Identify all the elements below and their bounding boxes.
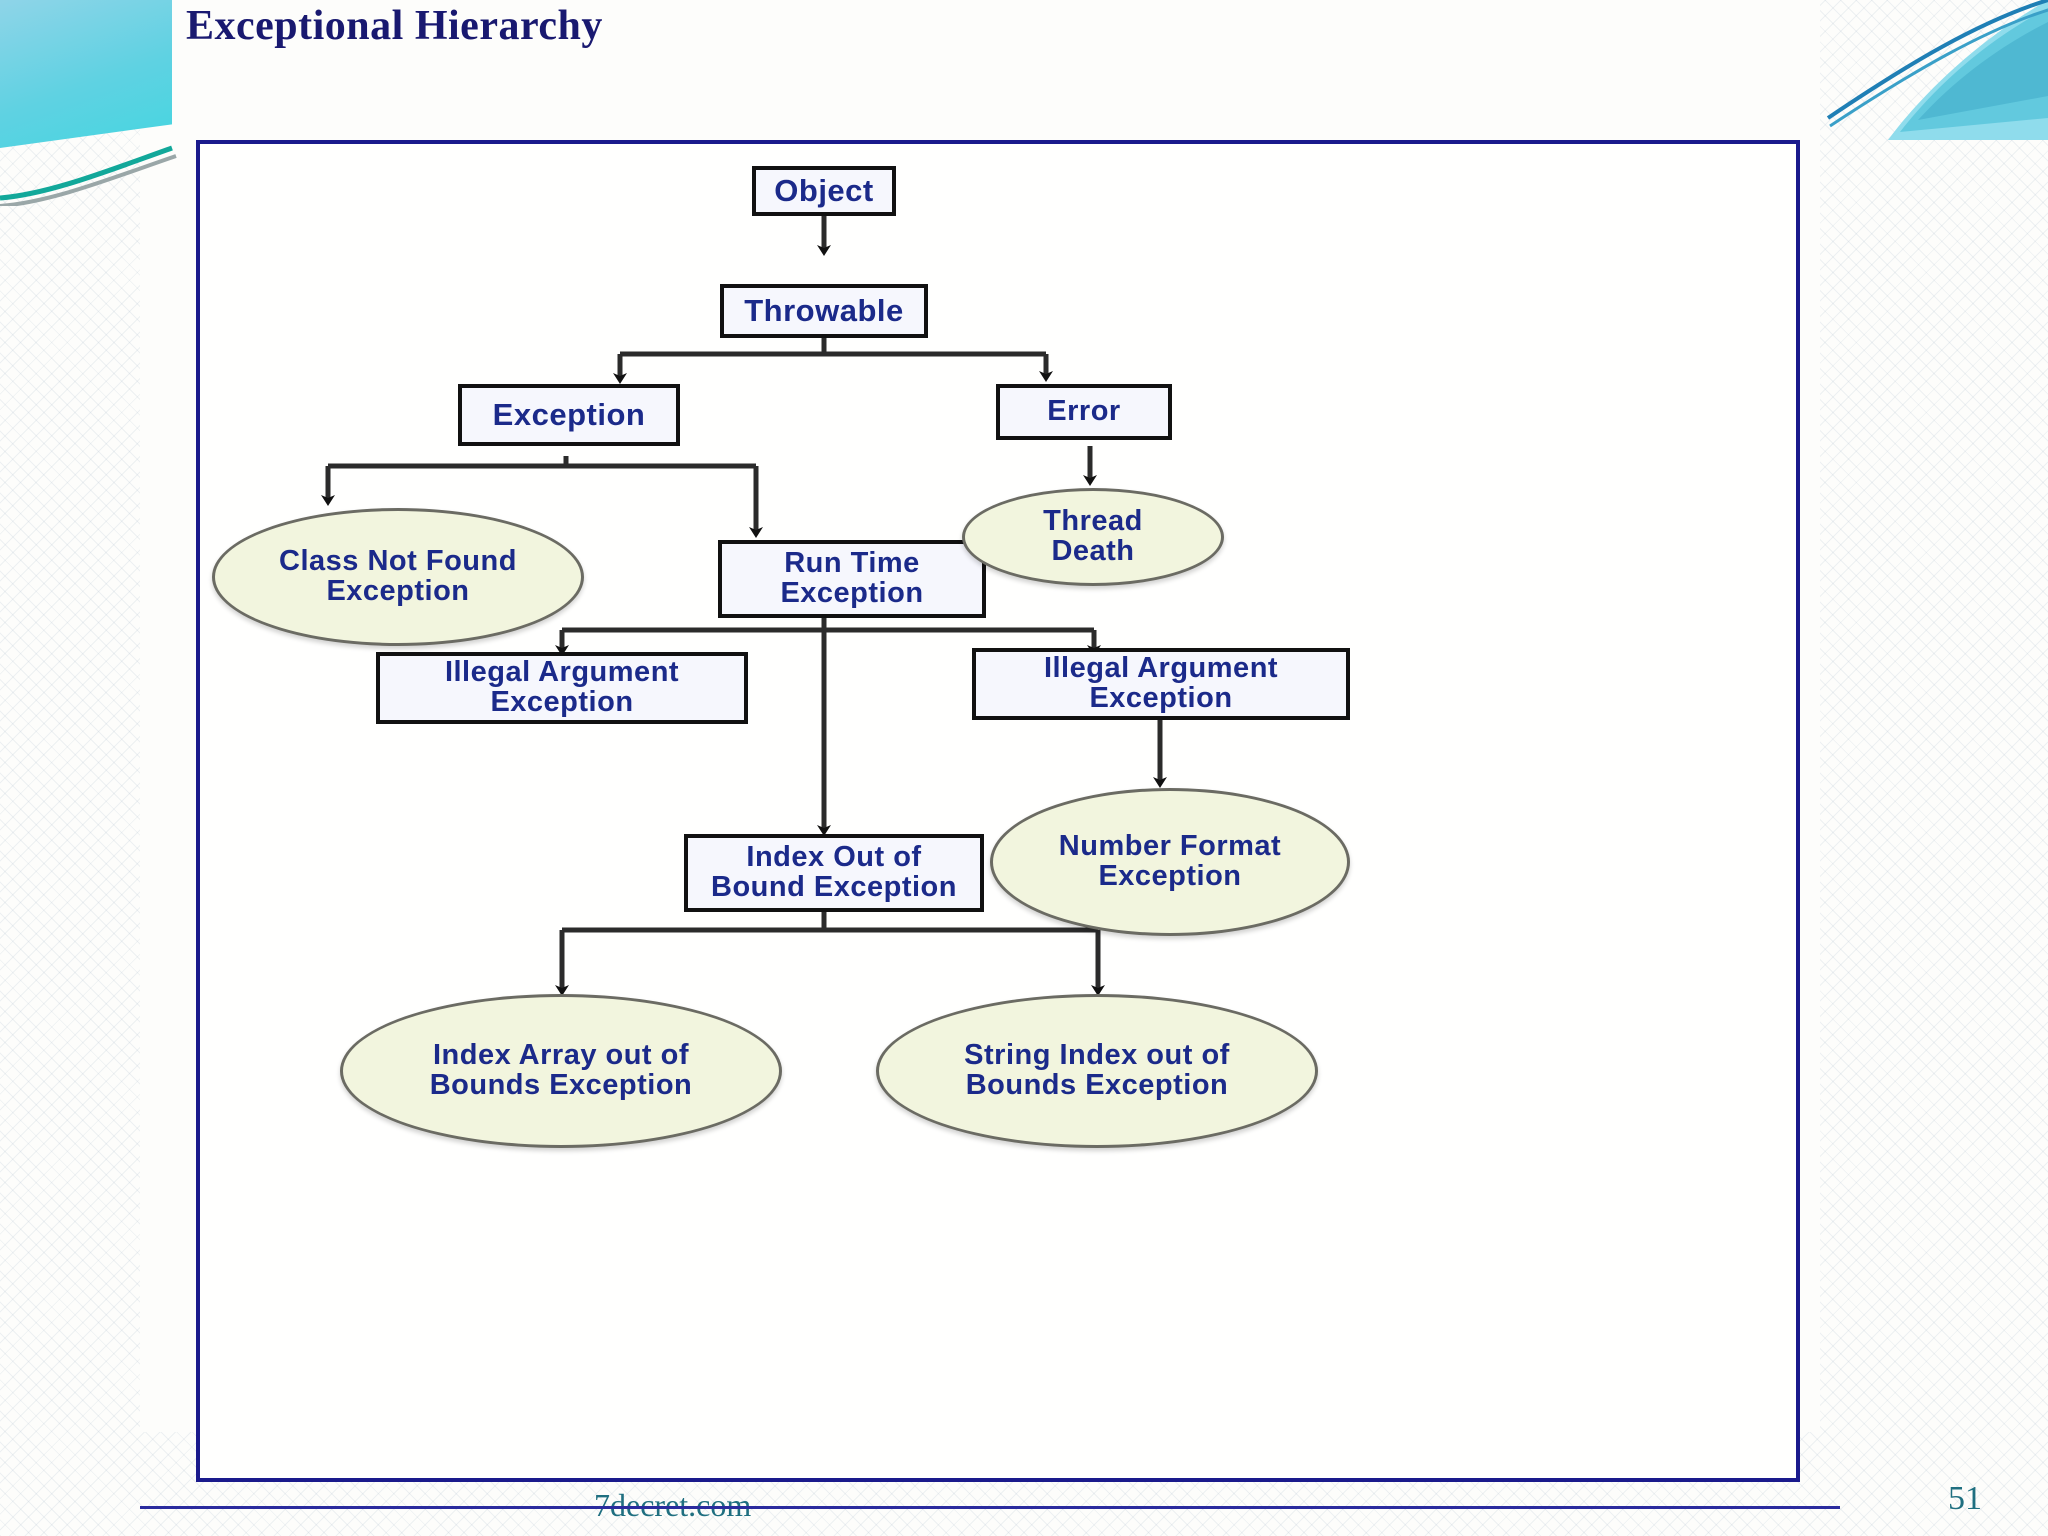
node-index-out-of-bound-exception: Index Out of Bound Exception [684, 834, 984, 912]
node-label: Object [774, 173, 874, 209]
node-exception: Exception [458, 384, 680, 446]
page-number: 51 [1948, 1480, 1982, 1517]
node-number-format-exception: Number Format Exception [990, 788, 1350, 936]
node-thread-death: Thread Death [962, 488, 1224, 586]
node-index-array-out-of-bounds-exception: Index Array out of Bounds Exception [340, 994, 782, 1148]
node-label: Index Out of Bound Exception [711, 841, 957, 903]
node-label: Run Time Exception [780, 547, 924, 609]
bottom-divider [140, 1506, 1840, 1509]
diagram-frame: Object Throwable Exception Error Class N… [196, 140, 1800, 1482]
decoration-top-left [0, 0, 172, 148]
node-illegal-argument-exception-left: Illegal Argument Exception [376, 652, 748, 724]
node-label: Class Not Found Exception [279, 545, 517, 607]
node-label: Illegal Argument Exception [444, 656, 680, 718]
decoration-top-right [1808, 0, 2048, 140]
node-label: Exception [492, 397, 646, 433]
node-label: Illegal Argument Exception [1043, 652, 1279, 714]
node-string-index-out-of-bounds-exception: String Index out of Bounds Exception [876, 994, 1318, 1148]
footer-source-link[interactable]: 7decret.com [594, 1487, 752, 1523]
node-label: String Index out of Bounds Exception [964, 1039, 1230, 1101]
node-throwable: Throwable [720, 284, 928, 338]
node-label: Number Format Exception [1058, 830, 1282, 892]
node-error: Error [996, 384, 1172, 440]
node-illegal-argument-exception-right: Illegal Argument Exception [972, 648, 1350, 720]
page-title: Exceptional Hierarchy [186, 3, 603, 49]
node-class-not-found-exception: Class Not Found Exception [212, 508, 584, 646]
diagram-connectors [200, 144, 1796, 1478]
node-label: Index Array out of Bounds Exception [429, 1039, 693, 1101]
node-label: Thread Death [1043, 505, 1143, 567]
node-label: Error [1047, 395, 1121, 428]
node-run-time-exception: Run Time Exception [718, 540, 986, 618]
node-object: Object [752, 166, 896, 216]
node-label: Throwable [744, 293, 904, 329]
decoration-top-left-curve [0, 136, 180, 206]
